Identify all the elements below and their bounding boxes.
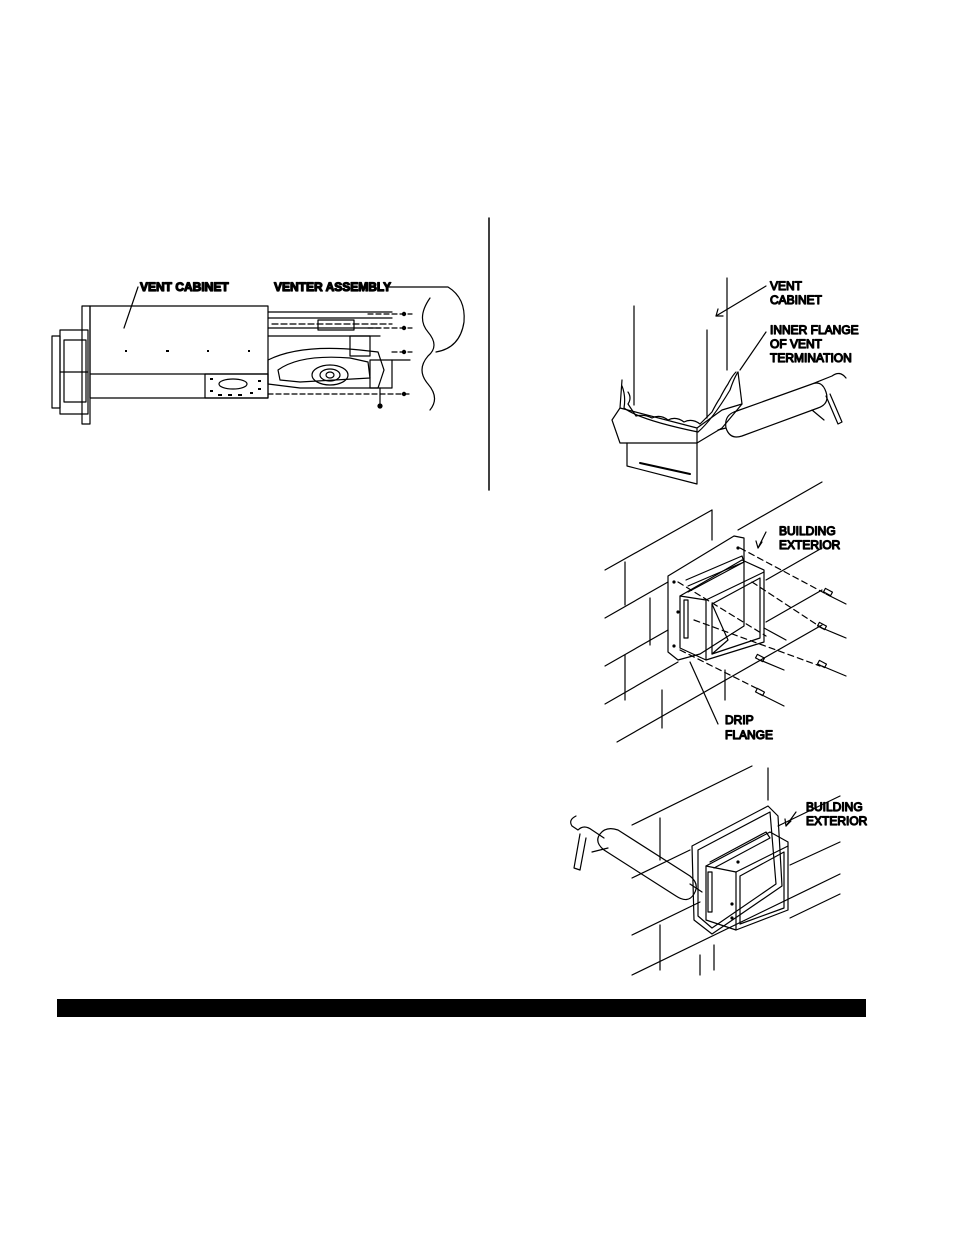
building-exterior-label-2b: EXTERIOR — [806, 814, 868, 828]
drip-flange — [667, 535, 745, 661]
caulk-gun — [725, 382, 828, 438]
mounting-figure: BUILDING EXTERIOR DRIP FLANGE — [604, 481, 847, 743]
wall-flange — [51, 335, 61, 409]
vent-cabinet-label-2: VENT — [770, 279, 803, 293]
footer-bar — [57, 999, 866, 1017]
inner-flange-label-c: TERMINATION — [770, 351, 852, 365]
inner-flange-figure: VENT CABINET INNER FLANGE OF VENT TERMIN… — [611, 277, 859, 485]
caulk-bead — [627, 371, 737, 425]
vent-cabinet-body — [89, 305, 269, 399]
vent-cabinet-label: VENT CABINET — [140, 280, 229, 294]
drip-flange-label-b: FLANGE — [725, 728, 773, 742]
mounting-screws — [754, 587, 847, 707]
venter-assembly-figure: VENT CABINET VENTER ASSEMBLY — [51, 279, 465, 425]
brick-wall — [604, 481, 823, 743]
vent-cabinet-label-2b: CABINET — [770, 293, 823, 307]
caulk-gun-2 — [597, 828, 697, 901]
building-exterior-label-b: EXTERIOR — [779, 538, 841, 552]
inner-flange-label: INNER FLANGE — [770, 323, 859, 337]
inner-flange-label-b: OF VENT — [770, 337, 823, 351]
brick-wall-2 — [631, 765, 841, 976]
drip-flange-label: DRIP — [725, 713, 754, 727]
building-exterior-label-2: BUILDING — [806, 800, 863, 814]
break-line — [421, 297, 436, 411]
caulking-figure: BUILDING EXTERIOR — [570, 765, 868, 976]
blower-wheel — [311, 364, 349, 386]
venter-assembly-label: VENTER ASSEMBLY — [274, 280, 391, 294]
building-exterior-label: BUILDING — [779, 524, 836, 538]
